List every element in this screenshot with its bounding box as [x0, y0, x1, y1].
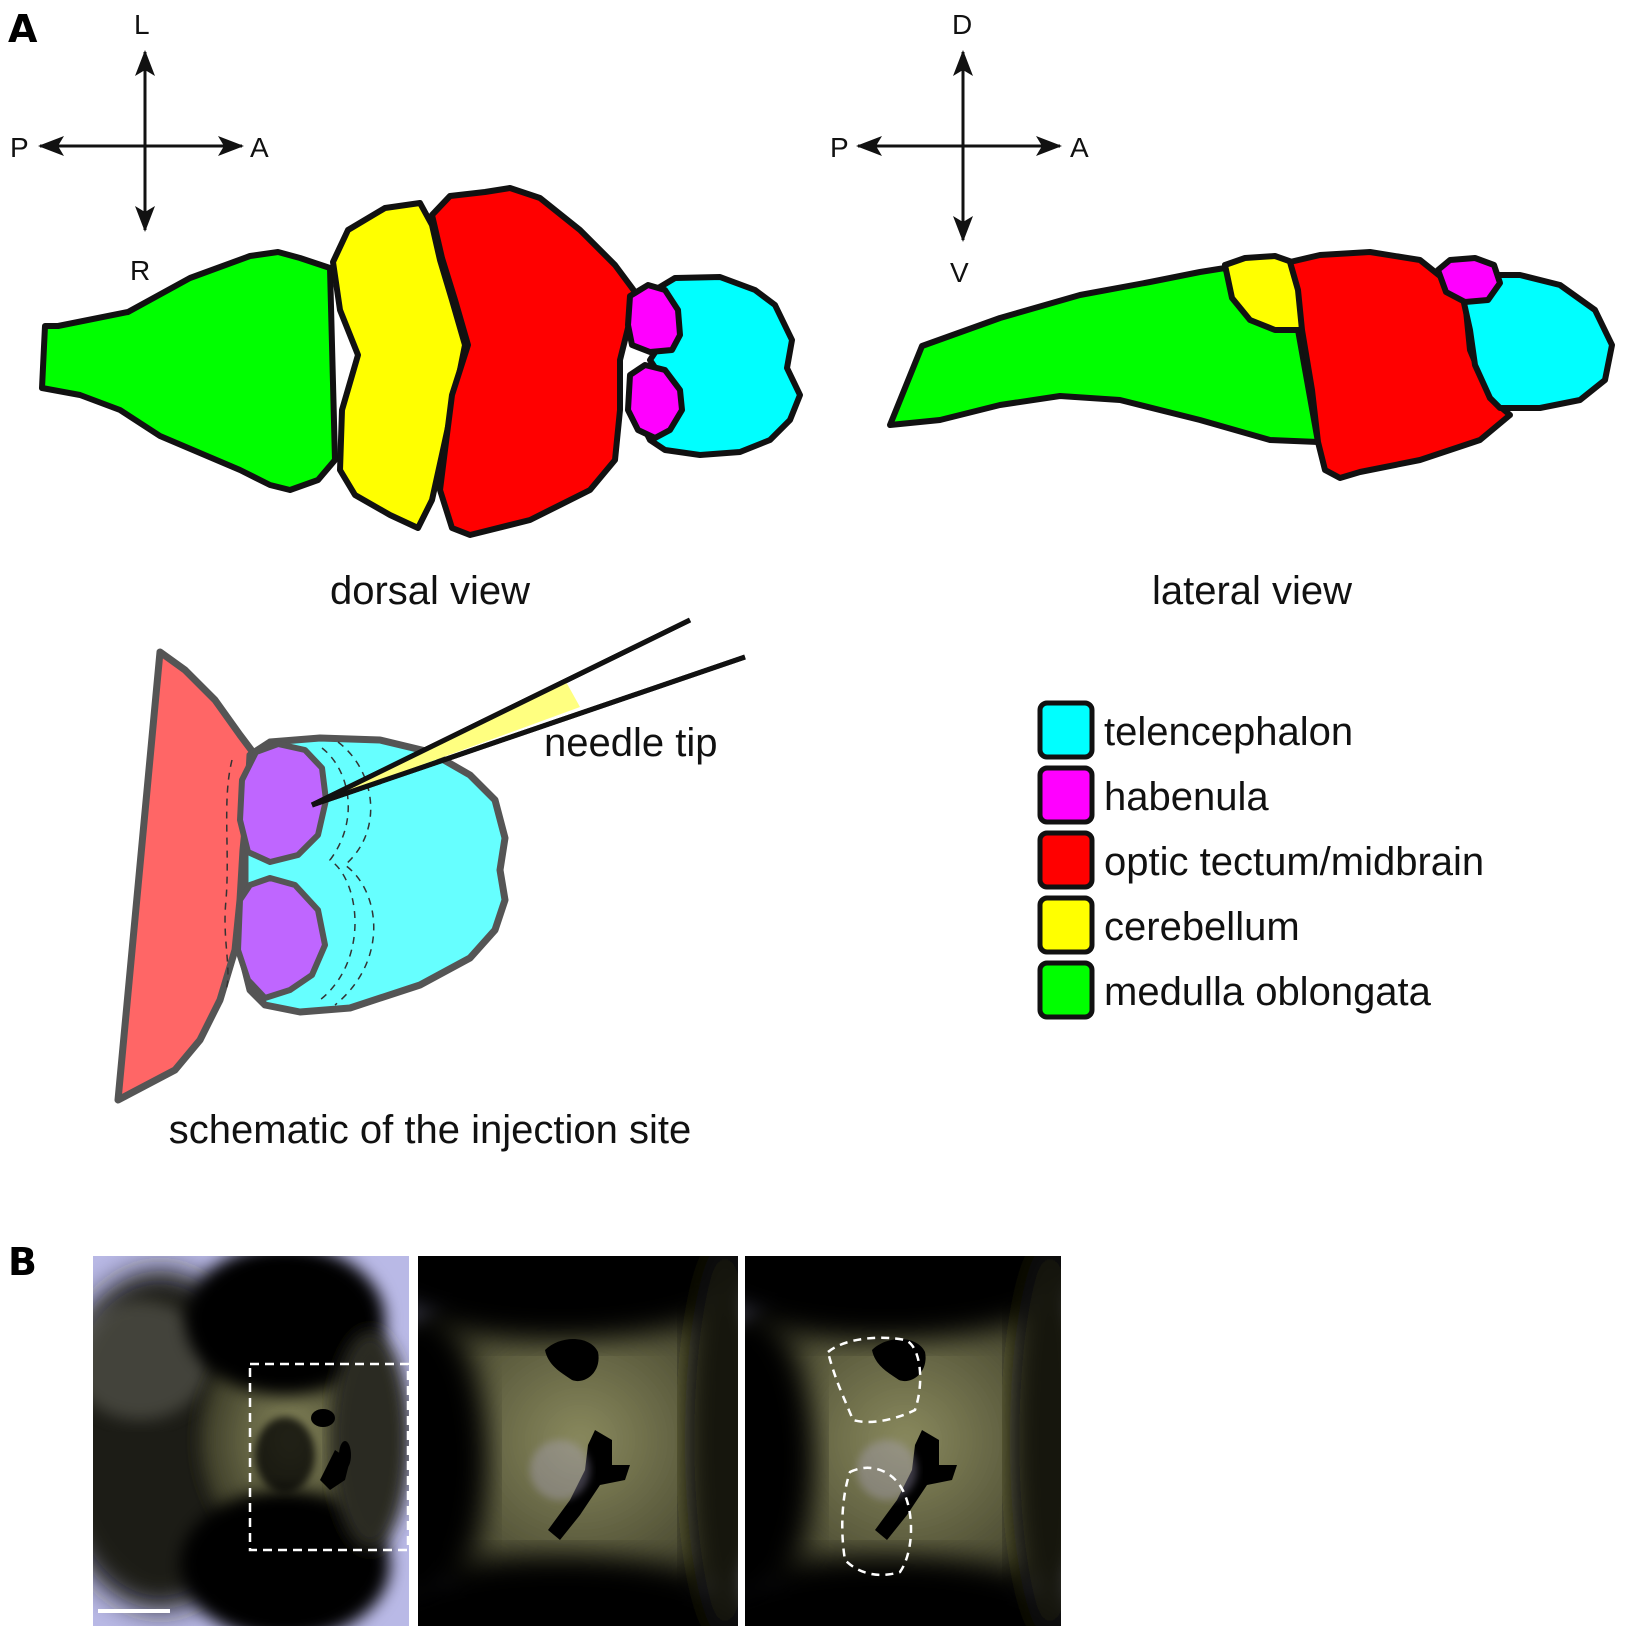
needle-tip-label: needle tip [544, 721, 717, 765]
dorsal-axis-label-right: A [250, 132, 269, 163]
legend-label-4: medulla oblongata [1104, 970, 1432, 1014]
dorsal-axis-label-down: R [130, 255, 150, 286]
micrograph-annotated [745, 1256, 1061, 1626]
legend-swatch-3 [1037, 895, 1095, 955]
dorsal-axis-label-up: L [134, 9, 150, 40]
schematic-habenula-lower [235, 875, 328, 1001]
injection-schematic [114, 617, 746, 1104]
lateral-medulla-oblongata [887, 265, 1321, 445]
lateral-axis-label-down: V [950, 257, 969, 288]
lateral-telencephalon [1457, 272, 1615, 411]
dorsal-habenula-upper [625, 282, 683, 355]
legend-label-2: optic tectum/midbrain [1104, 840, 1484, 884]
lateral-axis-label-right: A [1070, 132, 1089, 163]
legend-label-3: cerebellum [1104, 905, 1300, 949]
legend-label-0: telencephalon [1104, 710, 1353, 754]
zoom-region-box [248, 1362, 409, 1552]
dorsal-optic-tectum [429, 185, 638, 538]
schematic-habenula-upper [237, 741, 329, 865]
legend-swatch-2 [1037, 830, 1095, 890]
dorsal-axis-label-left: P [10, 132, 29, 163]
dorsal-brain [39, 185, 803, 538]
dorsal-view-caption: dorsal view [330, 569, 530, 613]
lateral-view-caption: lateral view [1152, 569, 1352, 613]
legend-label-1: habenula [1104, 775, 1269, 819]
panel-letter-b: B [8, 1240, 37, 1284]
dorsal-axis-cross: L R P A [10, 9, 269, 286]
legend-swatch-1 [1037, 765, 1095, 825]
habenula-outline-upper [826, 1336, 922, 1424]
schematic-caption: schematic of the injection site [169, 1108, 691, 1152]
habenula-outline-lower [841, 1466, 913, 1577]
schematic-midbrain [114, 648, 259, 1104]
micrograph-zoom [418, 1256, 738, 1626]
micrograph-overview [93, 1256, 409, 1626]
legend: telencephalon habenula optic tectum/midbra… [1037, 700, 1484, 1020]
lateral-axis-cross: D V P A [830, 9, 1089, 288]
lateral-optic-tectum [1287, 249, 1513, 481]
legend-swatch-0 [1037, 700, 1095, 760]
lateral-habenula [1435, 255, 1503, 305]
dorsal-habenula-lower [625, 362, 685, 441]
schematic-dashed-contour-1 [319, 747, 356, 1001]
dorsal-medulla-oblongata [39, 249, 338, 493]
lateral-axis-label-up: D [952, 9, 972, 40]
lateral-brain [887, 249, 1615, 481]
legend-swatch-4 [1037, 960, 1095, 1020]
lateral-axis-label-left: P [830, 132, 849, 163]
panel-letter-a: A [8, 7, 38, 51]
